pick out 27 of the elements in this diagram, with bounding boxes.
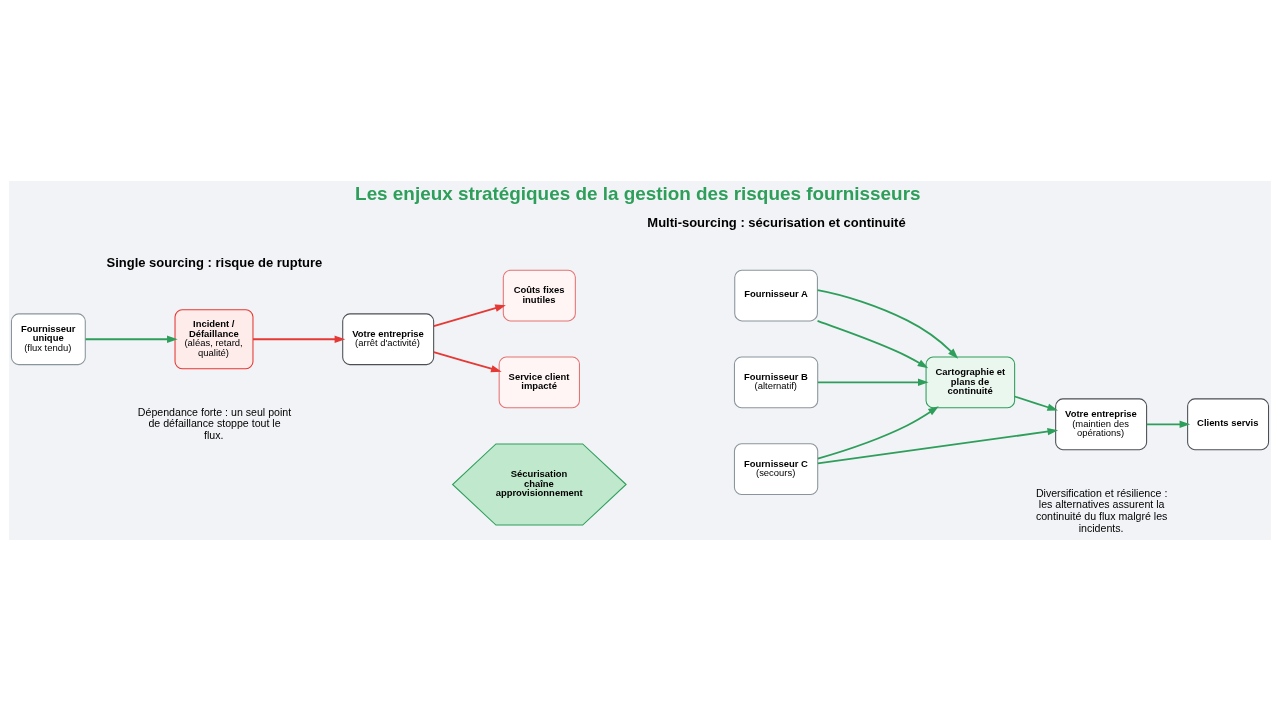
arrow bbox=[432, 304, 506, 327]
node-box: Fournisseur C (secours) bbox=[733, 442, 819, 495]
node-box: Fournisseur A bbox=[734, 269, 818, 321]
arrow bbox=[816, 378, 929, 386]
node-box: Fournisseur unique (flux tendu) bbox=[10, 312, 86, 365]
node-box: Clients servis bbox=[1187, 397, 1270, 450]
arrow bbox=[816, 427, 1059, 464]
diagram-title: Les enjeux stratégiques de la gestion des risques fournisseurs bbox=[355, 182, 921, 204]
label: Diversification et résilience : les alternatives assurent la continuité du flux malgré les incidents. bbox=[1035, 486, 1168, 534]
arrow bbox=[252, 335, 346, 343]
label: Multi-sourcing : sécurisation et continuité bbox=[647, 214, 906, 230]
node-box: Fournisseur B (alternatif) bbox=[733, 355, 819, 408]
arrow bbox=[432, 350, 502, 372]
node-box: Coûts fixes inutiles bbox=[502, 269, 576, 321]
arrow bbox=[816, 288, 959, 359]
node-box: Incident / Défaillance (aléas, retard, qualité) bbox=[174, 308, 254, 369]
node-box: Cartographie et plans de continuité bbox=[925, 355, 1016, 408]
node-box: Votre entreprise (arrêt d'activité) bbox=[342, 312, 435, 365]
arrow bbox=[1013, 395, 1059, 411]
arrow bbox=[84, 335, 178, 343]
arrow bbox=[1145, 420, 1191, 428]
arrow bbox=[816, 405, 939, 459]
node-box: Votre entreprise (maintien des opérations) bbox=[1055, 397, 1148, 450]
arrow bbox=[816, 319, 929, 368]
label: Dépendance forte : un seul point de défaillance stoppe tout le flux. bbox=[137, 405, 292, 441]
label: Single sourcing : risque de rupture bbox=[106, 254, 323, 270]
node-box: Service client impacté bbox=[498, 355, 580, 408]
